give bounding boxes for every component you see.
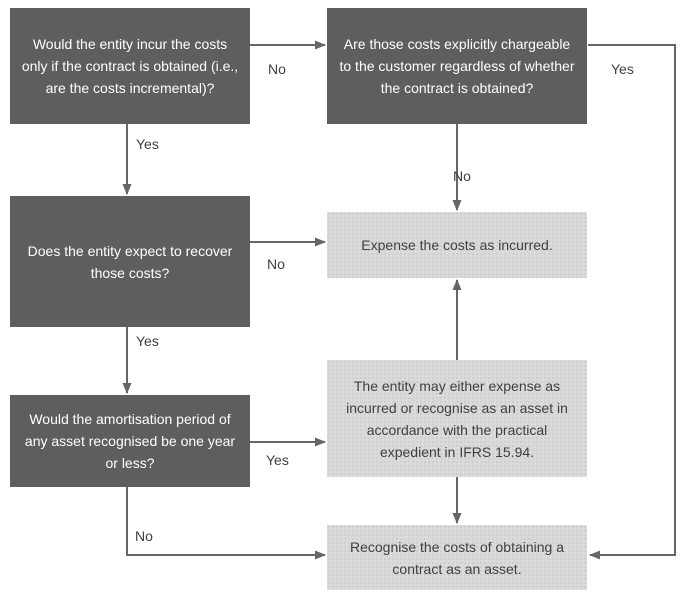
edge-label-chargeable-yes: Yes bbox=[611, 61, 634, 77]
outcome-recognise-asset: Recognise the costs of obtaining a contr… bbox=[327, 525, 587, 590]
edge-label-amortisation-no: No bbox=[135, 528, 153, 544]
edge-label-recover-no: No bbox=[267, 256, 285, 272]
outcome-expense-costs: Expense the costs as incurred. bbox=[327, 212, 587, 278]
edge-label-amortisation-yes: Yes bbox=[266, 452, 289, 468]
edge-label-incremental-no: No bbox=[268, 61, 286, 77]
outcome-practical-expedient: The entity may either expense as incurre… bbox=[327, 360, 587, 477]
question-chargeable-to-customer: Are those costs explicitly chargeable to… bbox=[327, 8, 587, 124]
edge-label-chargeable-no: No bbox=[453, 168, 471, 184]
question-expect-to-recover: Does the entity expect to recover those … bbox=[10, 196, 250, 327]
edge-label-recover-yes: Yes bbox=[136, 333, 159, 349]
edge-label-incremental-yes: Yes bbox=[136, 136, 159, 152]
question-incremental-costs: Would the entity incur the costs only if… bbox=[10, 8, 250, 124]
question-amortisation-period: Would the amortisation period of any ass… bbox=[10, 395, 250, 487]
